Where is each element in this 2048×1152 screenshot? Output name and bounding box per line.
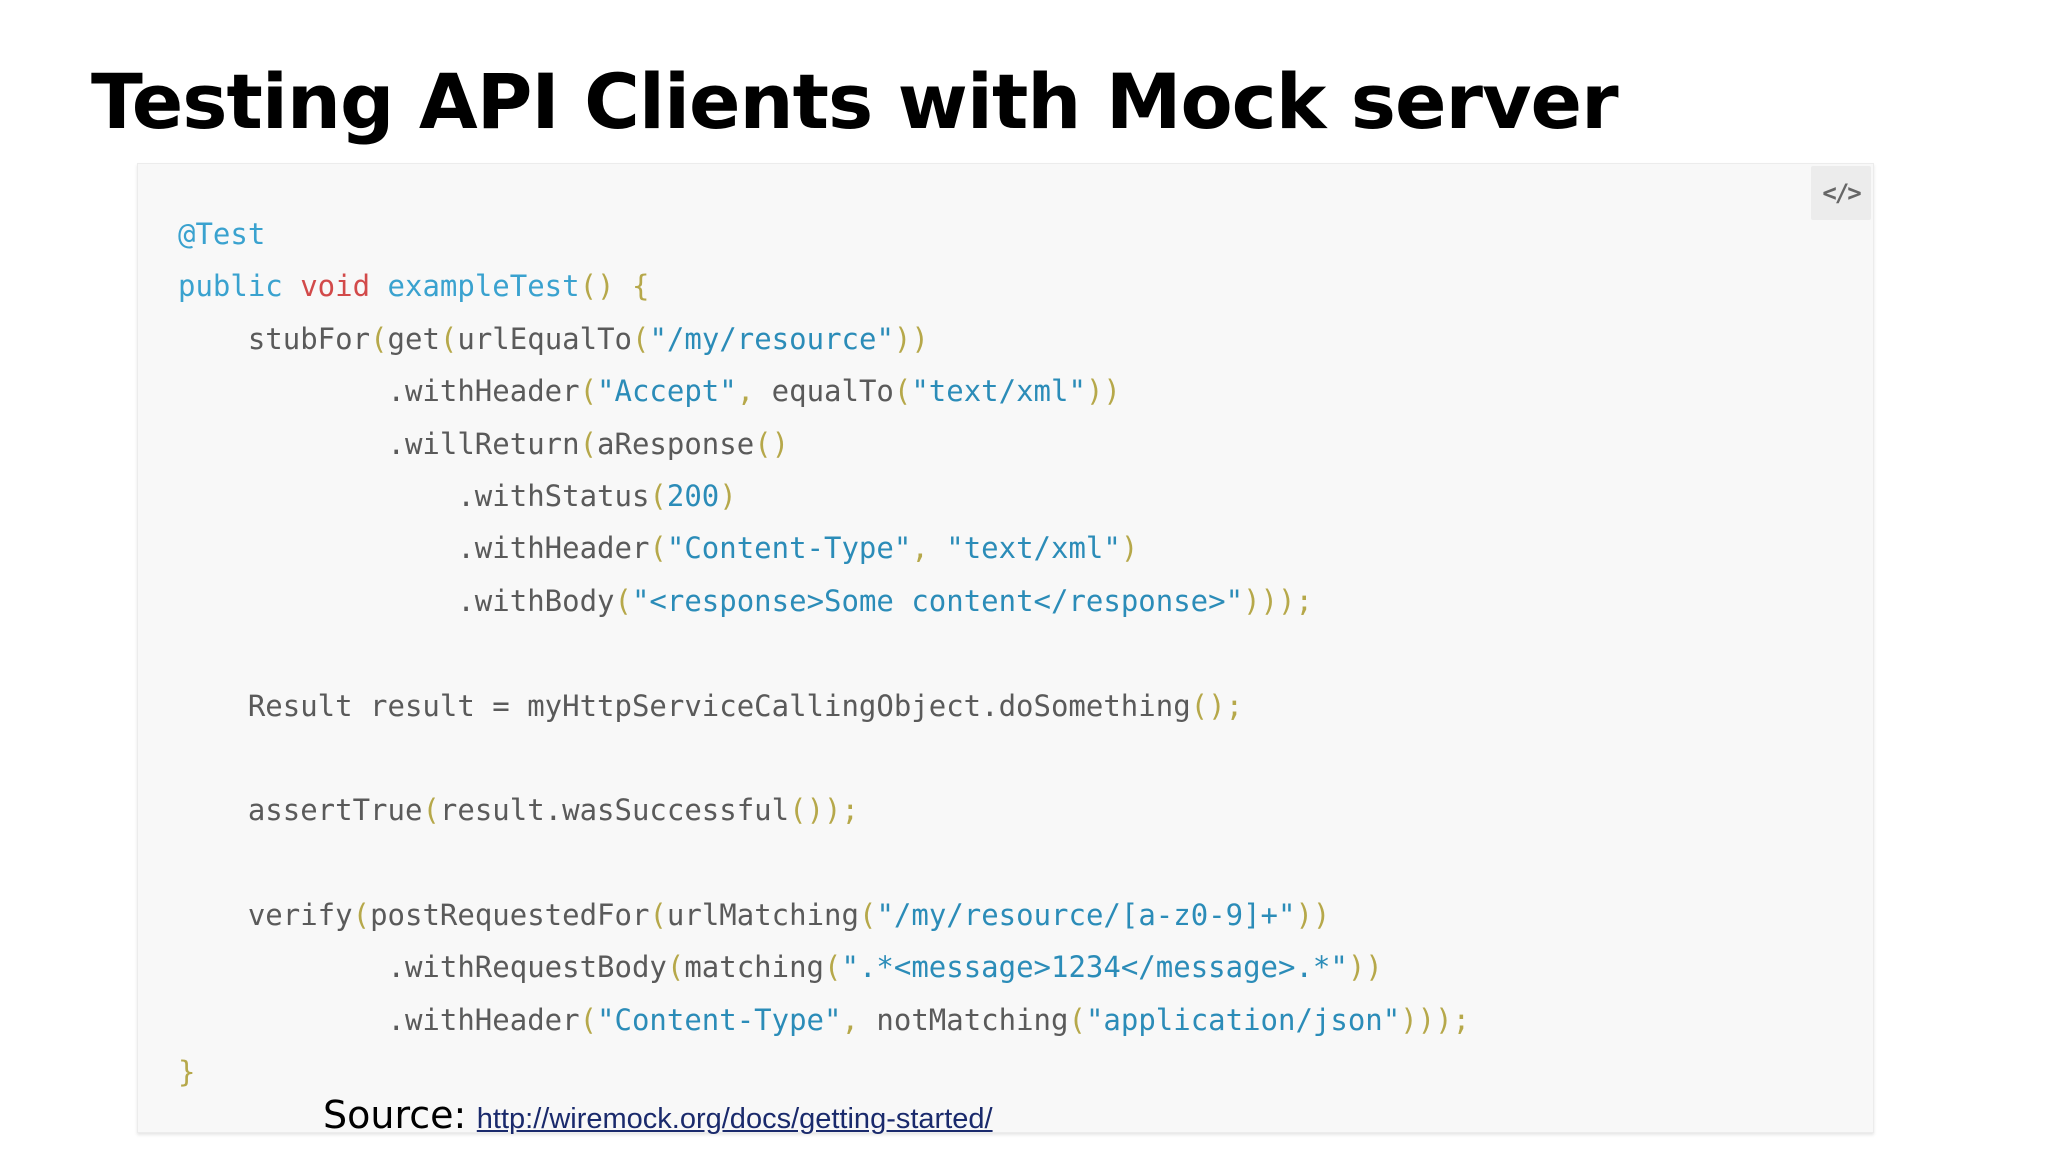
code-token: "Content-Type" bbox=[666, 531, 912, 566]
code-token: ( bbox=[352, 898, 371, 933]
code-token: )) bbox=[1347, 950, 1383, 985]
code-token: ( bbox=[824, 950, 842, 985]
code-token: urlMatching bbox=[666, 898, 859, 933]
code-token: get bbox=[387, 321, 440, 356]
code-token: .withStatus bbox=[178, 478, 650, 513]
code-line: .withHeader("Accept", equalTo("text/xml"… bbox=[178, 365, 1470, 417]
code-token: ( bbox=[649, 898, 667, 933]
code-token: )) bbox=[893, 321, 929, 356]
code-token: ( bbox=[579, 426, 598, 461]
code-line: .withHeader("Content-Type", notMatching(… bbox=[178, 994, 1471, 1046]
code-token: ( bbox=[666, 950, 685, 985]
code-token: aResponse bbox=[597, 426, 755, 461]
code-token: ) bbox=[719, 478, 737, 513]
code-token: Result result = myHttpServiceCallingObje… bbox=[178, 688, 1191, 723]
code-token: public bbox=[178, 269, 301, 304]
code-line: .withBody("<response>Some content</respo… bbox=[178, 575, 1470, 627]
code-token: (); bbox=[1190, 688, 1244, 723]
code-line: assertTrue(result.wasSuccessful()); bbox=[178, 784, 1470, 836]
code-token: postRequestedFor bbox=[370, 898, 650, 933]
code-token: "text/xml" bbox=[911, 374, 1086, 409]
code-token: matching bbox=[684, 950, 825, 985]
code-token: "text/xml" bbox=[946, 531, 1121, 566]
code-line: .withRequestBody(matching(".*<message>12… bbox=[178, 941, 1470, 993]
code-token: void bbox=[300, 269, 388, 304]
code-token: 200 bbox=[666, 478, 720, 513]
code-token: ( bbox=[893, 374, 912, 409]
code-token: )) bbox=[1085, 374, 1121, 409]
code-line bbox=[178, 732, 1470, 784]
code-token: "/my/resource/[a-z0-9]+" bbox=[876, 898, 1296, 933]
code-block: @Test public void exampleTest() { stubFor… bbox=[178, 208, 1470, 1099]
code-token: ) bbox=[1120, 531, 1139, 566]
code-token: .withHeader bbox=[178, 531, 650, 566]
code-token: result.wasSuccessful bbox=[439, 793, 790, 828]
code-token: .withHeader bbox=[178, 1002, 580, 1037]
code-token: assertTrue bbox=[178, 793, 423, 828]
code-token: ( bbox=[422, 793, 440, 828]
code-line bbox=[178, 627, 1470, 679]
code-token: ( bbox=[1068, 1002, 1086, 1037]
code-token: ( bbox=[439, 321, 458, 356]
code-token: ( bbox=[858, 898, 877, 933]
code-token: ( bbox=[579, 1002, 598, 1037]
code-token: @Test bbox=[178, 217, 266, 251]
code-token: .willReturn bbox=[178, 426, 580, 461]
code-token: "/my/resource" bbox=[649, 321, 894, 356]
code-line: .willReturn(aResponse() bbox=[178, 418, 1470, 470]
code-token: ))); bbox=[1243, 583, 1313, 618]
code-token: } bbox=[178, 1055, 196, 1090]
code-token: ( bbox=[370, 321, 388, 356]
slide-title: Testing API Clients with Mock server bbox=[91, 57, 1619, 146]
code-token: "Content-Type" bbox=[597, 1002, 842, 1037]
code-token: ()); bbox=[789, 793, 859, 828]
code-token: verify bbox=[178, 898, 353, 933]
code-token: , bbox=[841, 1002, 877, 1037]
code-token: "<response>Some content</response>" bbox=[631, 583, 1244, 618]
code-token: ".*<message>1234</message>.*" bbox=[841, 950, 1348, 985]
code-token: .withRequestBody bbox=[178, 950, 667, 985]
code-token: ( bbox=[649, 478, 667, 513]
code-token: .withHeader bbox=[178, 374, 580, 409]
code-token: )) bbox=[1295, 898, 1331, 933]
code-token: ( bbox=[614, 583, 632, 618]
code-token: equalTo bbox=[771, 374, 894, 409]
source-link[interactable]: http://wiremock.org/docs/getting-started… bbox=[476, 1103, 993, 1135]
code-token: stubFor bbox=[178, 321, 371, 356]
code-token: urlEqualTo bbox=[457, 321, 632, 356]
code-token: () { bbox=[579, 269, 650, 304]
code-token: ( bbox=[579, 374, 598, 409]
source-label: Source: bbox=[323, 1093, 467, 1137]
code-token: notMatching bbox=[876, 1002, 1069, 1037]
code-line: @Test bbox=[178, 208, 1470, 260]
code-token: , bbox=[911, 531, 947, 566]
code-token: , bbox=[736, 374, 772, 409]
code-token: () bbox=[754, 426, 790, 461]
code-line bbox=[178, 837, 1470, 889]
code-line: } bbox=[178, 1046, 1470, 1098]
code-brackets-icon[interactable]: </> bbox=[1811, 166, 1871, 220]
code-token: ( bbox=[649, 531, 667, 566]
source-citation: Source: http://wiremock.org/docs/getting… bbox=[323, 1093, 993, 1137]
code-token: ( bbox=[632, 321, 650, 356]
code-line: .withStatus(200) bbox=[178, 470, 1470, 522]
code-token: exampleTest bbox=[387, 269, 580, 304]
code-token: ))); bbox=[1400, 1002, 1471, 1037]
code-line: verify(postRequestedFor(urlMatching("/my… bbox=[178, 889, 1470, 941]
code-panel: </> @Test public void exampleTest() { stu… bbox=[137, 163, 1874, 1133]
code-token: .withBody bbox=[178, 583, 615, 618]
code-line: Result result = myHttpServiceCallingObje… bbox=[178, 680, 1470, 732]
code-token: "Accept" bbox=[597, 374, 737, 409]
code-token: "application/json" bbox=[1085, 1002, 1401, 1037]
code-line: .withHeader("Content-Type", "text/xml") bbox=[178, 522, 1470, 574]
code-line: stubFor(get(urlEqualTo("/my/resource")) bbox=[178, 313, 1470, 365]
code-line: public void exampleTest() { bbox=[178, 260, 1470, 312]
